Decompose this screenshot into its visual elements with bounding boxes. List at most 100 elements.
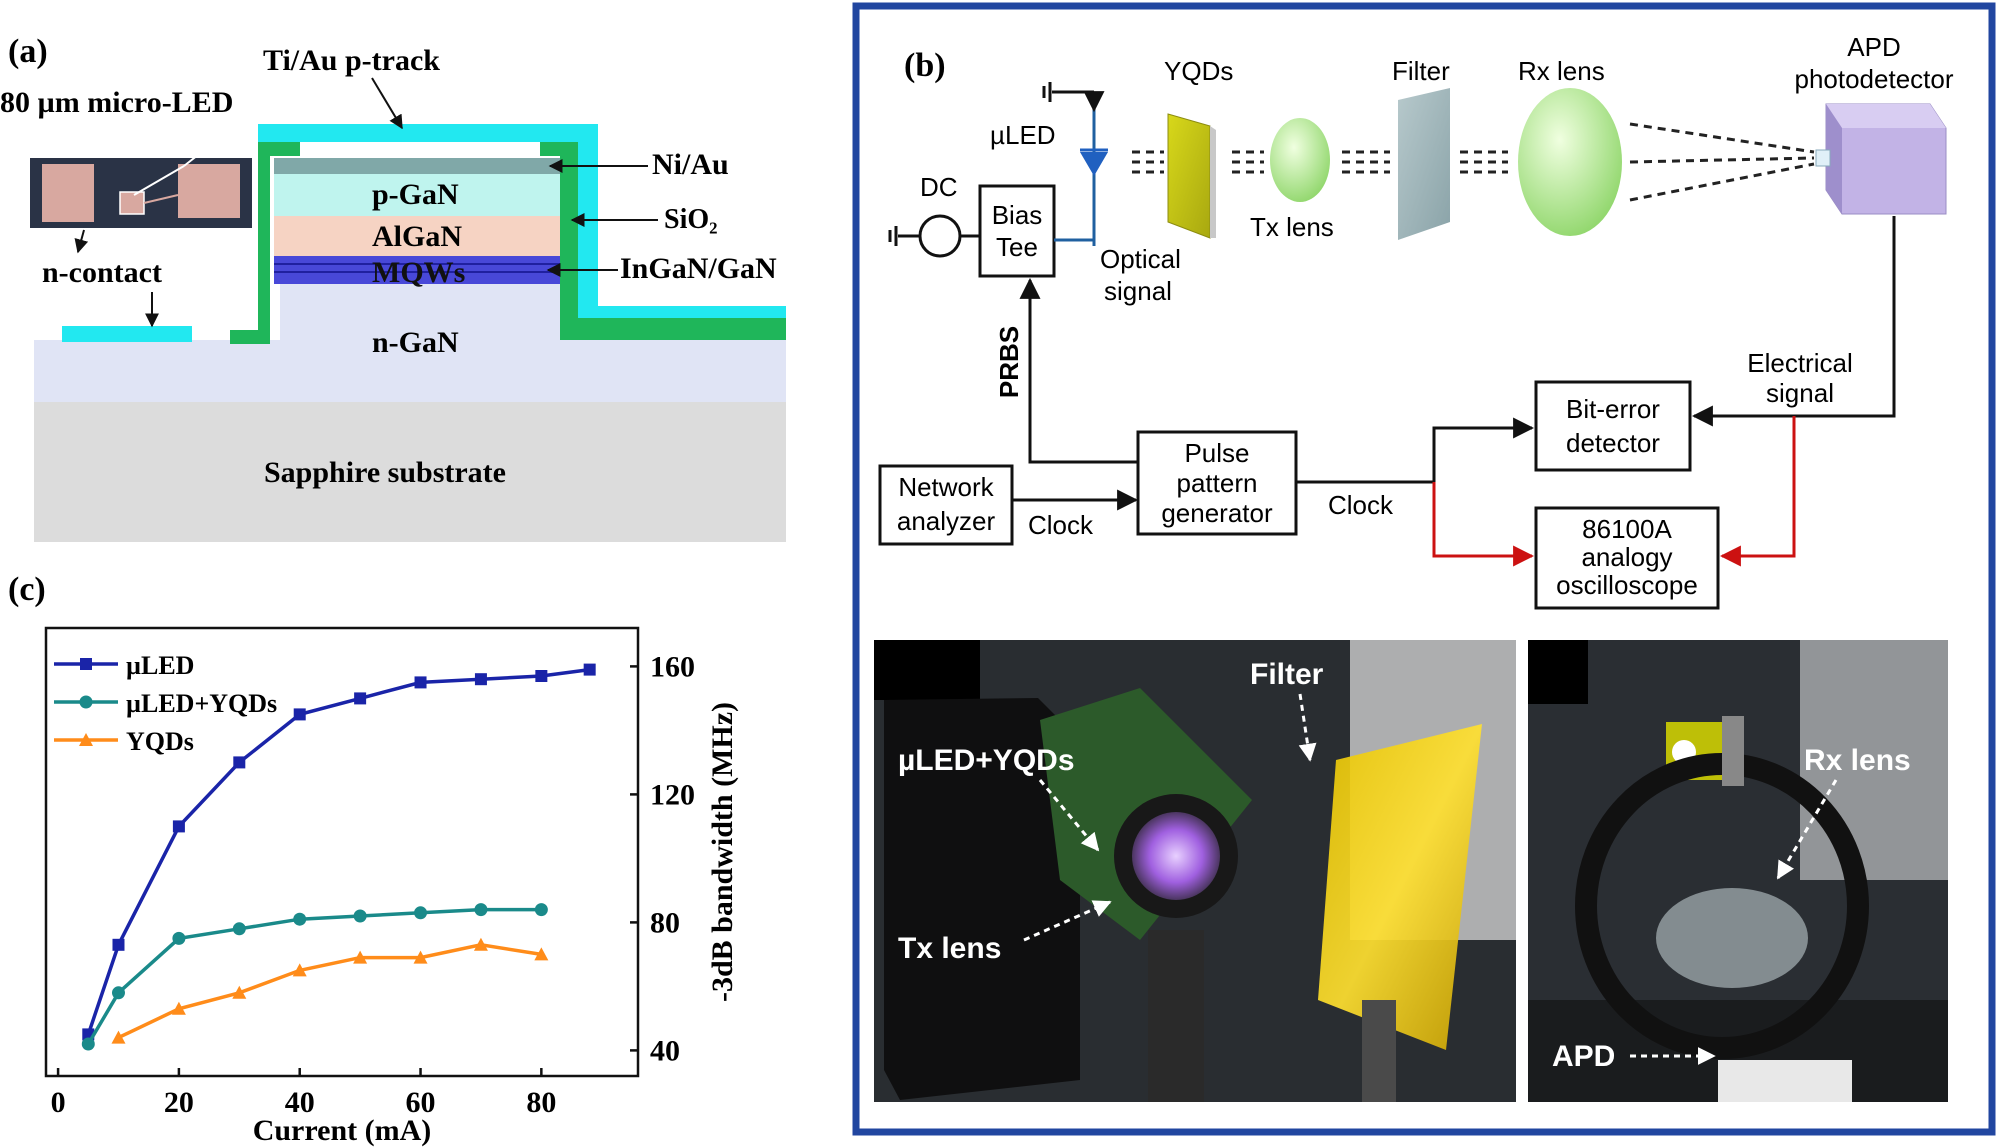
chart-series: [81, 663, 596, 1051]
sapphire-label: Sapphire substrate: [264, 456, 506, 489]
bias-tee-box: [978, 184, 1056, 278]
photo1-txlens-label: Tx lens: [898, 932, 1001, 965]
micro-led-pad-center: [119, 191, 145, 215]
legend-label-1: µLED+YQDs: [126, 689, 277, 718]
series-0-point-9: [583, 663, 596, 676]
bit-error-detector-box: [1534, 380, 1692, 472]
clock-label-2: Clock: [1328, 490, 1394, 520]
filter-label: Filter: [1392, 56, 1450, 86]
network-analyzer-label-1: Network: [898, 472, 994, 502]
y-tick-label-3: 160: [650, 650, 695, 683]
series-1-point-3: [232, 922, 246, 936]
x-axis-label: Current (mA): [253, 1114, 432, 1147]
legend-marker-0: [80, 658, 92, 670]
photo2-rod: [1722, 716, 1744, 786]
legend-label-0: µLED: [126, 651, 194, 680]
legend-marker-2: [79, 733, 93, 746]
plot-frame: [44, 626, 640, 1078]
bias-tee-label-2: Tee: [996, 232, 1038, 262]
algan-layer: [274, 216, 572, 256]
p-gan-label: p-GaN: [372, 178, 459, 211]
network-analyzer-label-2: analyzer: [897, 506, 996, 536]
photo-post-2: [1362, 1000, 1396, 1102]
y-tick-label-2: 120: [650, 778, 695, 811]
y-tick-label-0: 40: [650, 1034, 680, 1067]
series-0-point-5: [354, 692, 367, 705]
series-1-point-6: [414, 906, 428, 920]
pulse-gen-label-3: generator: [1161, 498, 1273, 528]
tx-lens-icon: [1270, 118, 1330, 202]
niau-label: Ni/Au: [652, 148, 729, 181]
mqws-label: MQWs: [372, 256, 465, 289]
panel-c-tag: (c): [8, 571, 46, 608]
tx-lens-label: Tx lens: [1250, 212, 1334, 242]
series-0-point-3: [233, 756, 246, 769]
series-0-point-8: [535, 670, 548, 682]
bit-error-label-2: detector: [1566, 428, 1660, 458]
series-line-2: [117, 943, 542, 1040]
prbs-label: PRBS: [994, 326, 1024, 398]
apd-label-1: APD: [1847, 32, 1900, 62]
sio2-right: [540, 142, 786, 340]
series-2-point-3: [292, 963, 307, 977]
x-tick-label-0: 0: [51, 1086, 66, 1119]
network-analyzer-box: [878, 464, 1014, 546]
ptrack-label: Ti/Au p-track: [263, 44, 440, 77]
bit-error-label-1: Bit-error: [1566, 394, 1660, 424]
y-tick-label-1: 80: [650, 906, 680, 939]
mqws-layer: [274, 256, 572, 284]
panel-b-frame: [852, 2, 1996, 1136]
x-tick-label-2: 40: [285, 1086, 315, 1119]
ni-au-layer: [274, 158, 572, 174]
rx-lens-icon: [1518, 88, 1622, 236]
series-0-point-1: [112, 938, 125, 951]
oscilloscope-box: [1534, 506, 1720, 610]
electrical-signal-label-1: Electrical: [1747, 348, 1852, 378]
chart-ticks: 0 20 40 60 80 40 80 120 160: [51, 650, 695, 1119]
micro-led-track: [143, 194, 179, 204]
photo2-rxlens-label: Rx lens: [1804, 744, 1911, 777]
yqds-label: YQDs: [1164, 56, 1233, 86]
sio2-left: [230, 142, 300, 344]
series-1-point-2: [172, 931, 186, 945]
red-signal-wires: [1432, 416, 1796, 567]
p-gan-layer: [274, 174, 572, 216]
clock-label-1: Clock: [1028, 510, 1094, 540]
dc-source-icon: [918, 214, 962, 258]
optical-signal-label-2: signal: [1104, 276, 1172, 306]
photo-led-glow: [1132, 812, 1220, 900]
series-1-point-8: [534, 903, 548, 917]
x-tick-label-1: 20: [164, 1086, 194, 1119]
photo1-uled-yqds-label: µLED+YQDs: [898, 744, 1075, 777]
led-diode-icon: [1080, 152, 1108, 176]
y-axis-label: -3dB bandwidth (MHz): [706, 702, 739, 1002]
setup-photo-1: µLED+YQDs Filter Tx lens: [874, 640, 1516, 1102]
x-tick-label-4: 80: [526, 1086, 556, 1119]
electrical-signal-label-2: signal: [1766, 378, 1834, 408]
pulse-gen-label-1: Pulse: [1184, 438, 1249, 468]
optical-beams: [1132, 122, 1815, 202]
series-2-point-6: [473, 937, 488, 951]
series-0-point-2: [172, 820, 185, 833]
optical-signal-label-1: Optical: [1100, 244, 1181, 274]
dc-label: DC: [920, 172, 958, 202]
legend-label-2: YQDs: [126, 727, 194, 756]
photo-post-1: [1148, 930, 1204, 1102]
osc-label-1: 86100A: [1582, 514, 1672, 544]
series-line-0: [86, 667, 590, 1035]
panel-b-tag: (b): [904, 47, 946, 84]
n-gan-base-layer: [34, 340, 786, 402]
panel-b: (b) Bias Tee: [852, 2, 1996, 1136]
photo2-apd: [1718, 1060, 1852, 1102]
x-tick-label-3: 60: [406, 1086, 436, 1119]
series-2-point-4: [353, 950, 368, 964]
sio2-label: SiO₂: [664, 204, 718, 235]
series-0-point-4: [293, 708, 306, 721]
series-2-point-7: [534, 947, 549, 961]
panel-c: (c) 0 20 40 60 80 40 80 120 160 µLED µLED+YQDsYQD…: [8, 571, 739, 1147]
series-line-1: [86, 907, 542, 1045]
micro-led-pad-right: [178, 164, 240, 218]
uled-label: µLED: [990, 120, 1056, 150]
photo2-apd-label: APD: [1552, 1040, 1615, 1073]
